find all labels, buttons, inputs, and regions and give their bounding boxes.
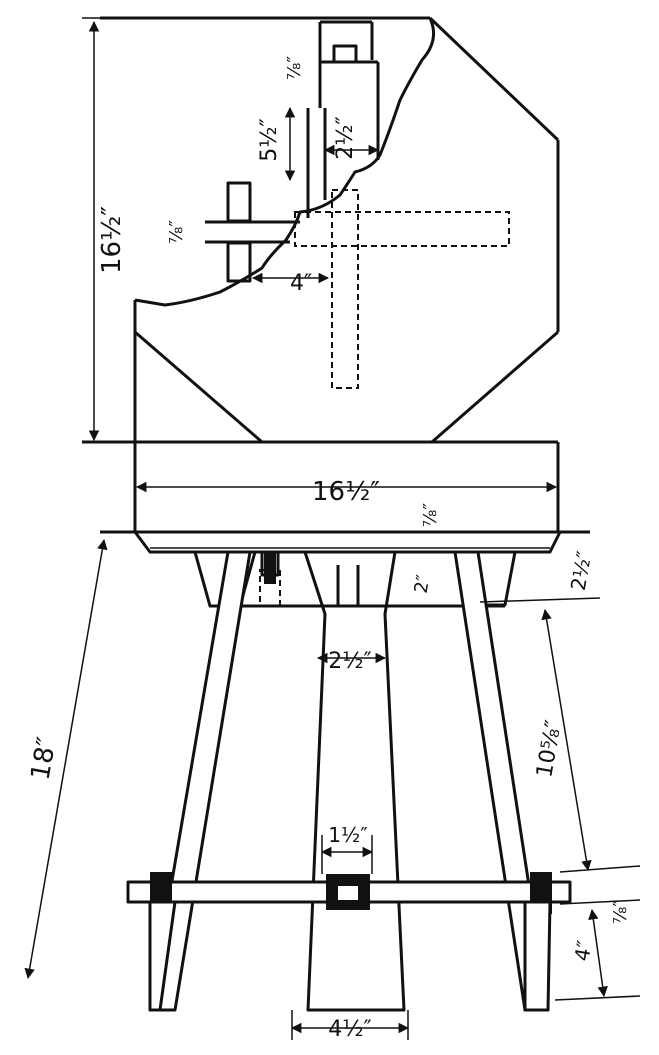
dim-rung-thickness: ⅞″ xyxy=(610,900,631,924)
hidden-cross-brace xyxy=(294,189,510,389)
dim-apron-gap: ⅞″ xyxy=(420,503,441,527)
dim-apron-depth: 2½″ xyxy=(566,549,597,592)
dim-cleat-spacing: ⅞″ xyxy=(166,220,187,244)
dim-leg-foot-width: 4½″ xyxy=(328,1017,372,1042)
dim-leg-length: 18″ xyxy=(26,735,63,783)
dim-top-width: 16½″ xyxy=(312,477,380,507)
seat-top-view xyxy=(82,16,560,444)
legs xyxy=(148,550,550,1012)
dim-top-thickness: ⅞″ xyxy=(284,56,305,80)
dim-mortise-depth: 2″ xyxy=(411,573,435,595)
dim-slot-offset: 4″ xyxy=(290,271,312,296)
rung xyxy=(126,872,572,1012)
dim-top-height: 16½″ xyxy=(97,206,127,274)
dimension-labels: 16½″ 2½″ 5½″ ⅞″ 4″ ⅞″ 16½″ ⅞″ 18″ 2½″ 10… xyxy=(26,56,631,1042)
dimension-lines xyxy=(24,17,641,1040)
upper-cleat xyxy=(306,20,380,218)
dim-leg-top-width: 2½″ xyxy=(328,649,372,674)
dim-rung-to-floor: 4″ xyxy=(570,939,597,963)
dim-slot-length: 5½″ xyxy=(257,118,282,162)
dim-bolt-spacing: 1½″ xyxy=(328,823,368,847)
side-blocks xyxy=(205,181,300,283)
dim-rung-height: 10⅝″ xyxy=(532,718,567,779)
dim-cleat-width: 2½″ xyxy=(333,116,358,160)
seat-board xyxy=(100,442,590,554)
